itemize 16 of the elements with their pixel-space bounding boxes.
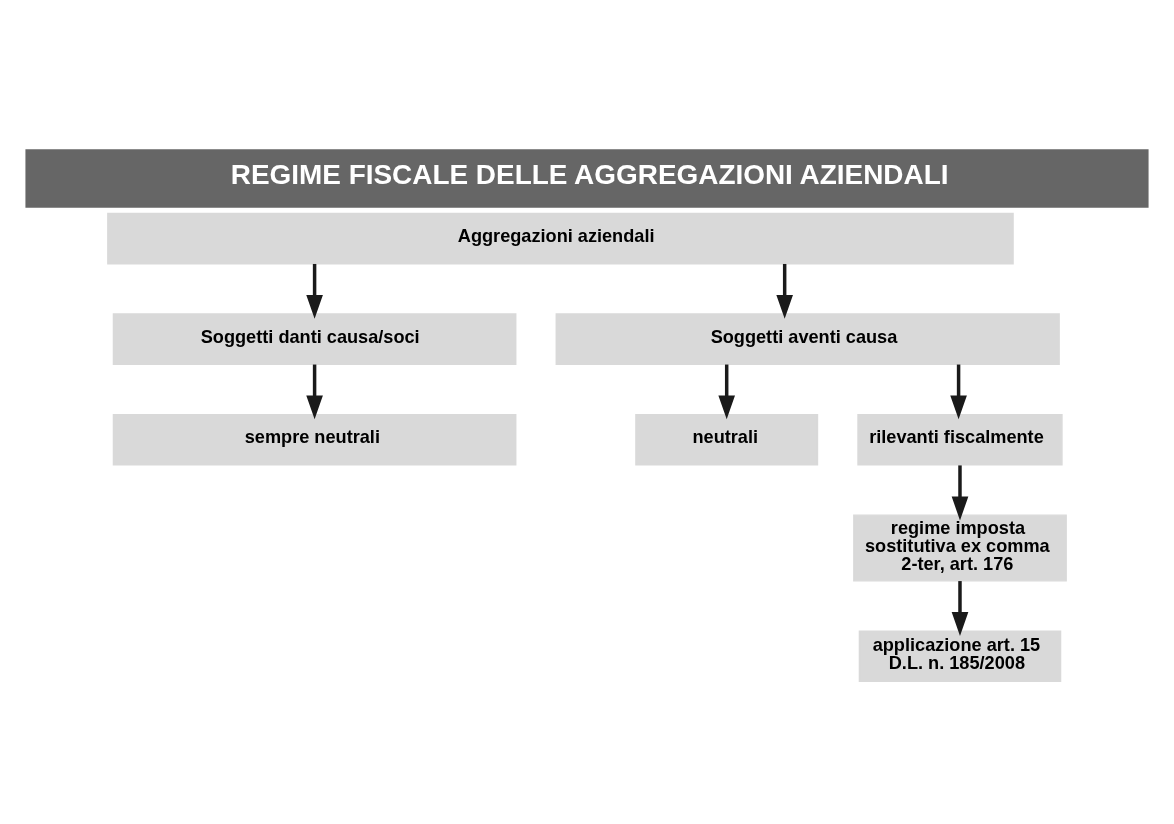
node-box: rilevanti fiscalmente: [857, 413, 1063, 466]
arrow: [718, 364, 736, 419]
node-box: neutrali: [635, 413, 819, 466]
node-box: Soggetti danti causa/soci: [112, 312, 517, 365]
node-box: applicazione art. 15 D.L. n. 185/2008: [858, 629, 1062, 682]
arrow: [306, 364, 323, 419]
arrow: [950, 364, 967, 419]
arrow: [951, 580, 969, 636]
arrow: [776, 263, 793, 319]
node-box: regime imposta sostitutiva ex comma 2-ter, art. 176: [853, 513, 1067, 582]
diagram-title: REGIME FISCALE DELLE AGGREGAZIONI AZIENDALI: [230, 158, 949, 190]
node-box: Soggetti aventi causa: [555, 312, 1060, 365]
arrow: [951, 464, 969, 520]
node-box: Aggregazioni aziendali: [107, 212, 1014, 264]
node-box: sempre neutrali: [112, 413, 517, 466]
arrow: [306, 263, 323, 319]
